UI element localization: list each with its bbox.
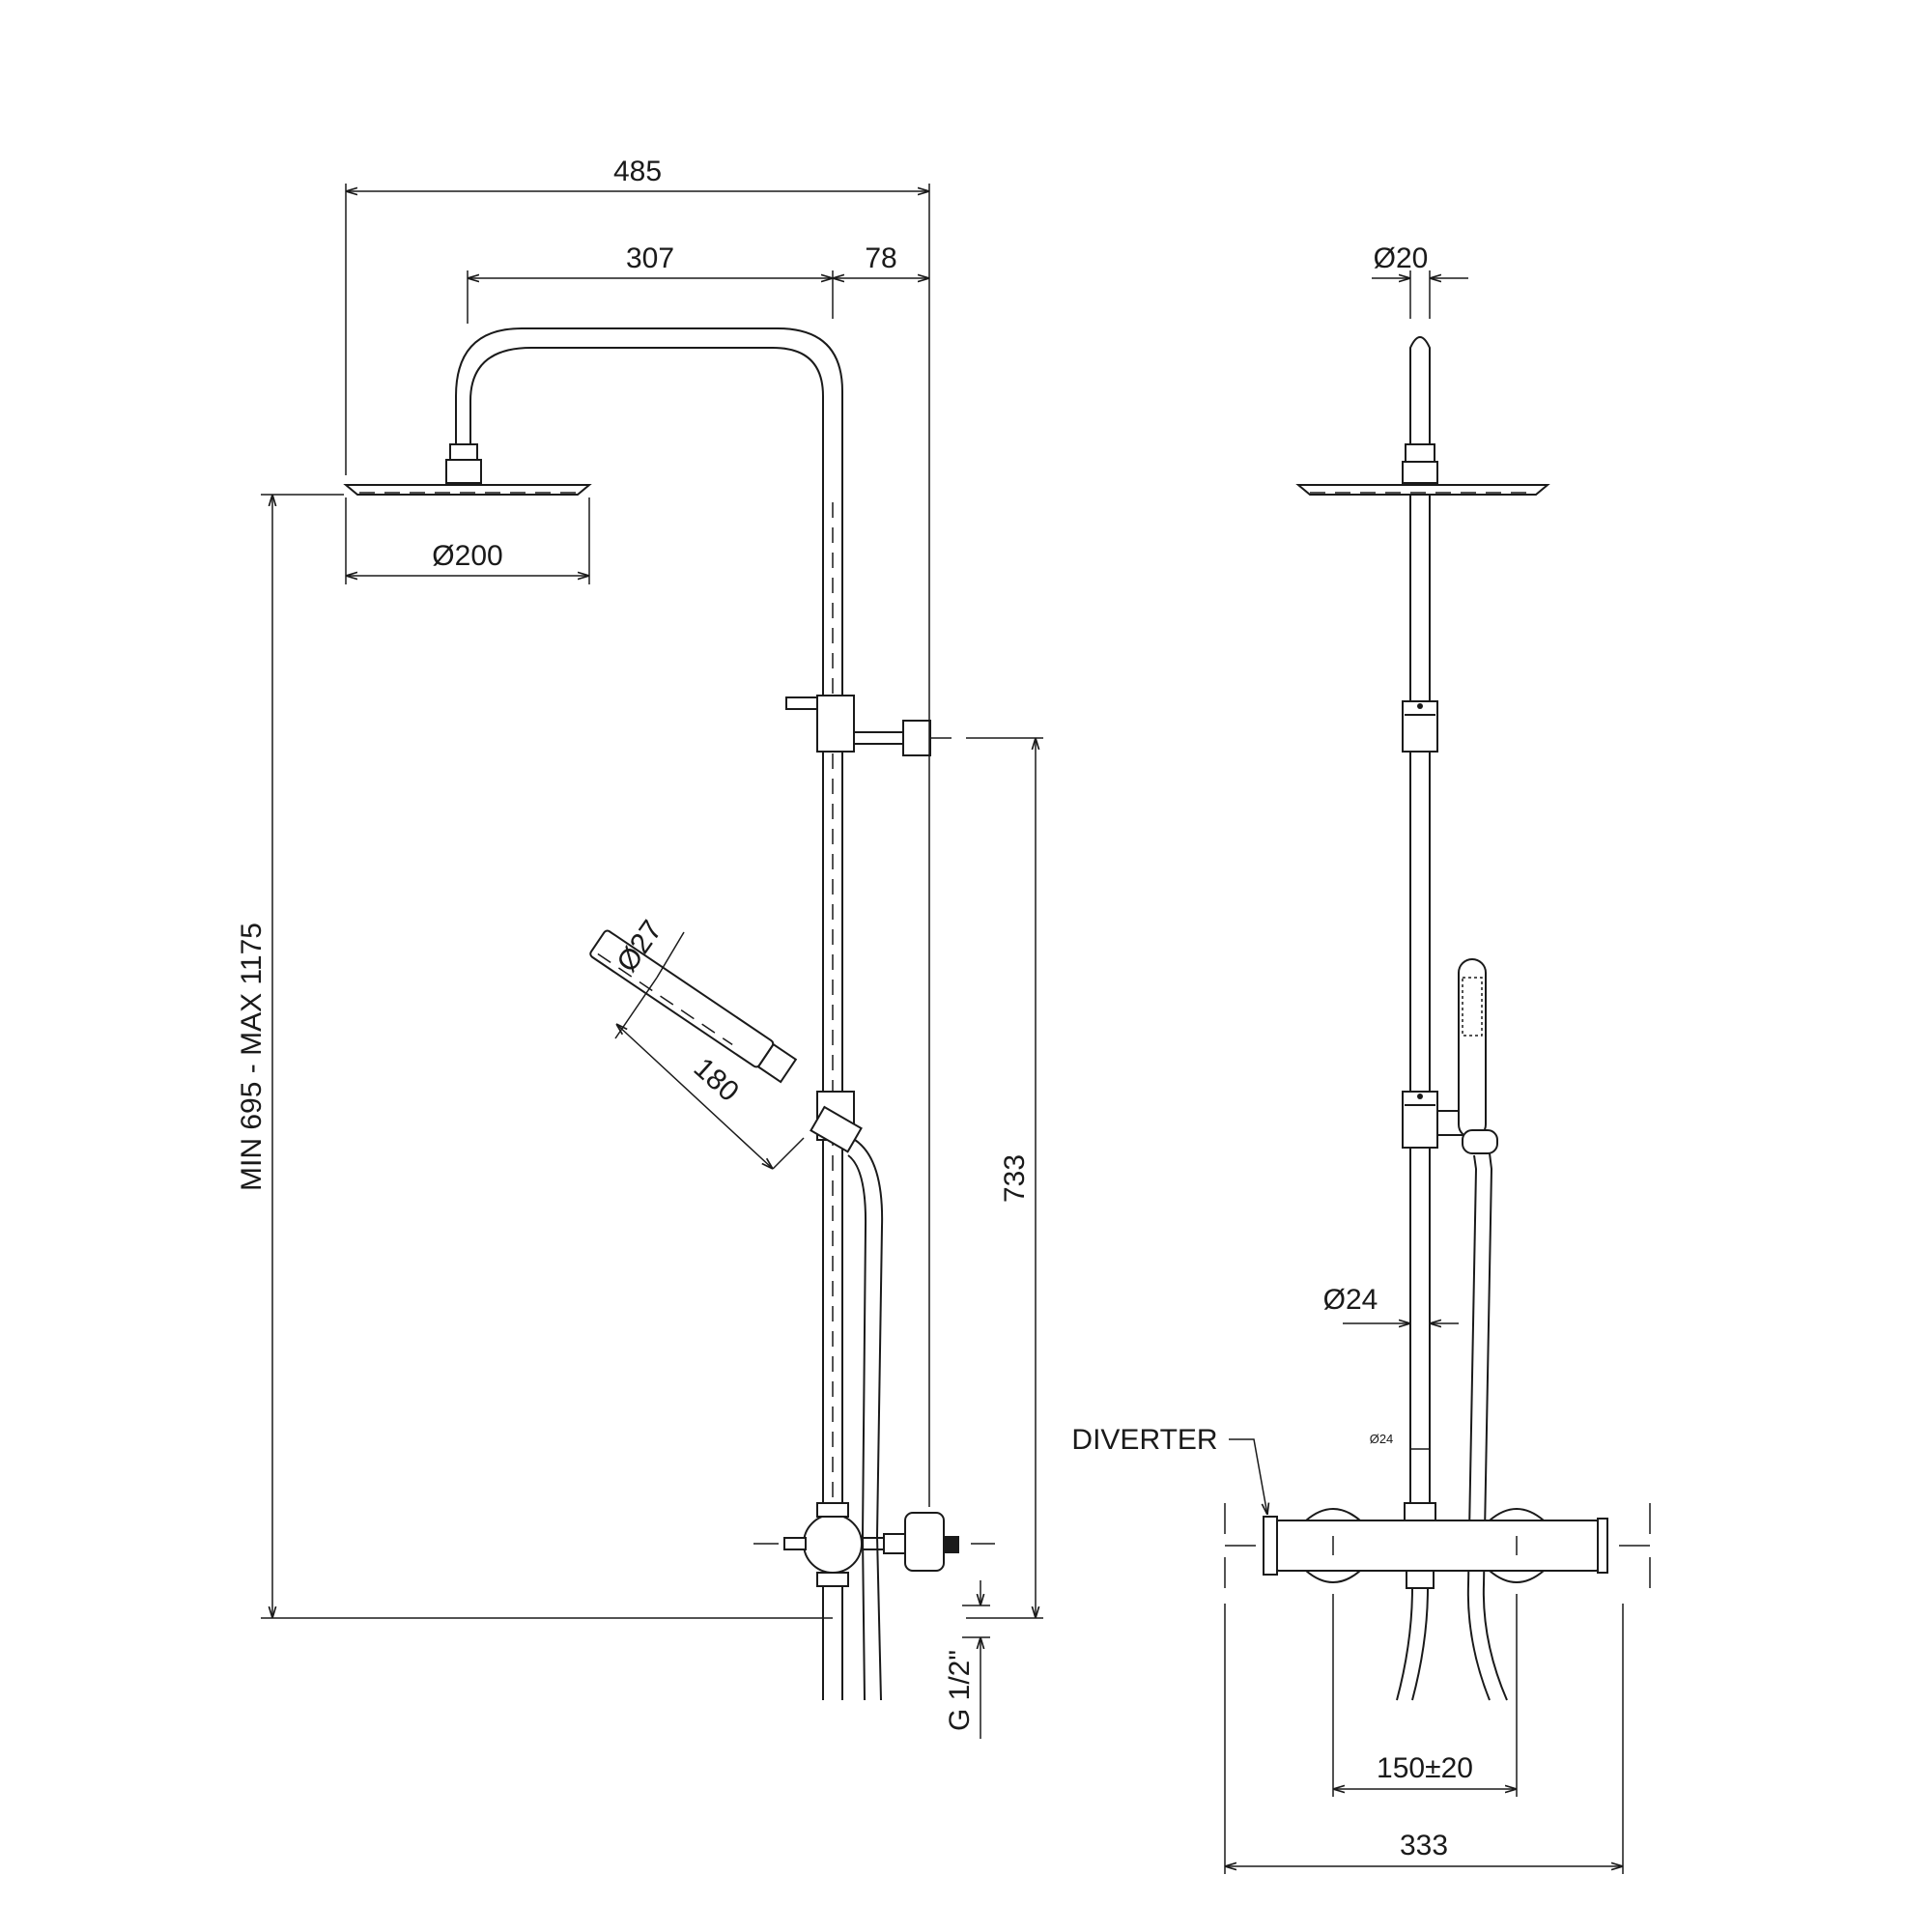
dim-20-label: Ø20 xyxy=(1374,242,1429,274)
side-view xyxy=(343,327,995,1701)
dim-line-27 xyxy=(656,931,685,979)
upper-bracket xyxy=(816,695,855,753)
diverter-knob xyxy=(803,1514,863,1574)
dim-height-label: MIN 695 - MAX 1175 xyxy=(236,923,268,1191)
front-upper-bracket xyxy=(1402,700,1438,753)
dim-485-label: 485 xyxy=(613,156,662,187)
bottom-outlet xyxy=(1406,1570,1435,1589)
front-hose-inner xyxy=(1466,1154,1491,1701)
diverter-bottom-collar xyxy=(816,1572,849,1587)
dim-150-label: 150±20 xyxy=(1377,1752,1473,1784)
mixer-nut xyxy=(904,1512,945,1572)
bracket-screw-lower xyxy=(1417,1094,1423,1099)
inlet-connector xyxy=(944,1536,959,1553)
diverter-top-collar xyxy=(816,1502,849,1518)
diverter-label: DIVERTER xyxy=(1071,1424,1217,1456)
dimension-labels: 485 307 78 Ø200 MIN 695 - MAX 1175 733 G… xyxy=(236,156,1473,1861)
wall-flange-upper xyxy=(902,720,931,756)
bracket-screw-upper xyxy=(1417,703,1423,709)
front-hand-shower-grip xyxy=(1462,1129,1498,1154)
right-cap xyxy=(1597,1518,1608,1574)
head-nut xyxy=(445,459,482,484)
diverter-leader xyxy=(1229,1438,1267,1515)
mixer-body xyxy=(883,1533,906,1554)
dim-78-label: 78 xyxy=(865,242,896,274)
dim-180-label: 180 xyxy=(688,1052,745,1108)
front-arm xyxy=(1409,336,1431,445)
dim-g-label: G 1/2" xyxy=(944,1650,976,1731)
hand-shower-cradle xyxy=(810,1105,863,1153)
left-valve xyxy=(1305,1508,1361,1583)
shower-arm-inner xyxy=(469,347,824,705)
dim-307-label: 307 xyxy=(626,242,674,274)
dimension-lines xyxy=(261,184,1624,1874)
ext-180-end xyxy=(772,1137,805,1170)
front-hose-outer xyxy=(1482,1152,1508,1701)
hose-inner xyxy=(847,1154,867,1701)
upper-bracket-knob xyxy=(785,696,818,710)
shower-head xyxy=(343,484,592,496)
outlet-hose-right xyxy=(1411,1587,1429,1701)
mixer-bar xyxy=(1272,1520,1603,1572)
front-shower-head xyxy=(1295,484,1550,496)
right-valve xyxy=(1489,1508,1545,1583)
front-rail-collar xyxy=(1404,1502,1436,1521)
front-head-connector xyxy=(1405,443,1435,463)
front-view xyxy=(1224,336,1651,1701)
diverter-lever xyxy=(783,1537,807,1550)
outlet-hose-left xyxy=(1396,1587,1413,1701)
dim-733-label: 733 xyxy=(999,1154,1031,1203)
dim-24-small-label: Ø24 xyxy=(1370,1432,1394,1446)
dim-200-label: Ø200 xyxy=(432,540,502,572)
dim-333-label: 333 xyxy=(1400,1830,1448,1861)
front-head-nut xyxy=(1402,461,1438,484)
diverter-cap xyxy=(1263,1516,1278,1576)
dim-line-180 xyxy=(616,1024,773,1169)
hose-outer xyxy=(854,1139,884,1701)
dim-24-label: Ø24 xyxy=(1323,1284,1378,1316)
front-holder xyxy=(1402,1091,1438,1149)
front-hand-shower-face xyxy=(1462,977,1483,1037)
head-connector xyxy=(449,443,478,461)
shower-arm-outer xyxy=(455,327,843,705)
